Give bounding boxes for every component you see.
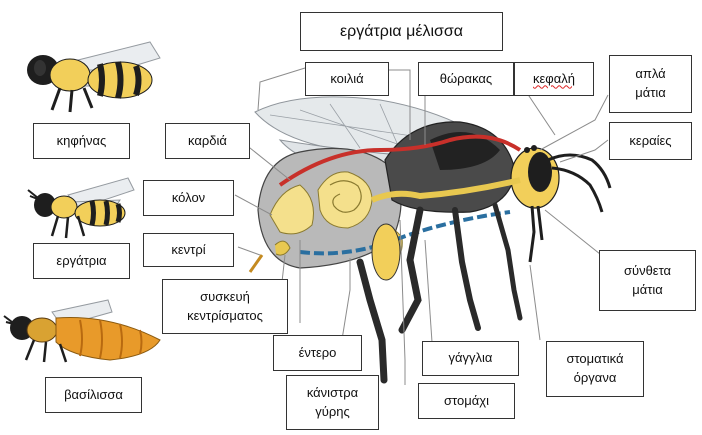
queen-bee-illustration (4, 300, 160, 362)
drone-bee-illustration (27, 42, 160, 112)
label-simple-eyes: απλά μάτια (609, 55, 692, 113)
label-thorax: θώρακας (418, 62, 514, 96)
label-compound-eyes: σύνθετα μάτια (599, 250, 696, 311)
label-drone: κηφήνας (33, 123, 130, 159)
label-pollen-basket: κάνιστρα γύρης (286, 375, 379, 430)
label-head: κεφαλή (514, 62, 594, 96)
label-ganglia: γάγγλια (422, 341, 519, 376)
label-abdomen: κοιλιά (305, 62, 389, 96)
label-worker: εργάτρια (33, 243, 130, 279)
label-antennae: κεραίες (609, 122, 692, 160)
label-mouthparts: στοματικά όργανα (546, 341, 644, 397)
label-intestine: έντερο (273, 335, 362, 371)
label-colon: κόλον (143, 180, 234, 216)
label-sting-apparatus: συσκευή κεντρίσματος (162, 279, 288, 334)
label-heart: καρδιά (165, 123, 250, 159)
diagram-title: εργάτρια μέλισσα (300, 12, 503, 51)
worker-bee-illustration (28, 178, 134, 238)
label-sting: κεντρί (143, 233, 234, 267)
label-stomach: στομάχι (418, 383, 515, 419)
label-queen: βασίλισσα (45, 377, 142, 413)
label-head-text: κεφαλή (533, 70, 575, 89)
